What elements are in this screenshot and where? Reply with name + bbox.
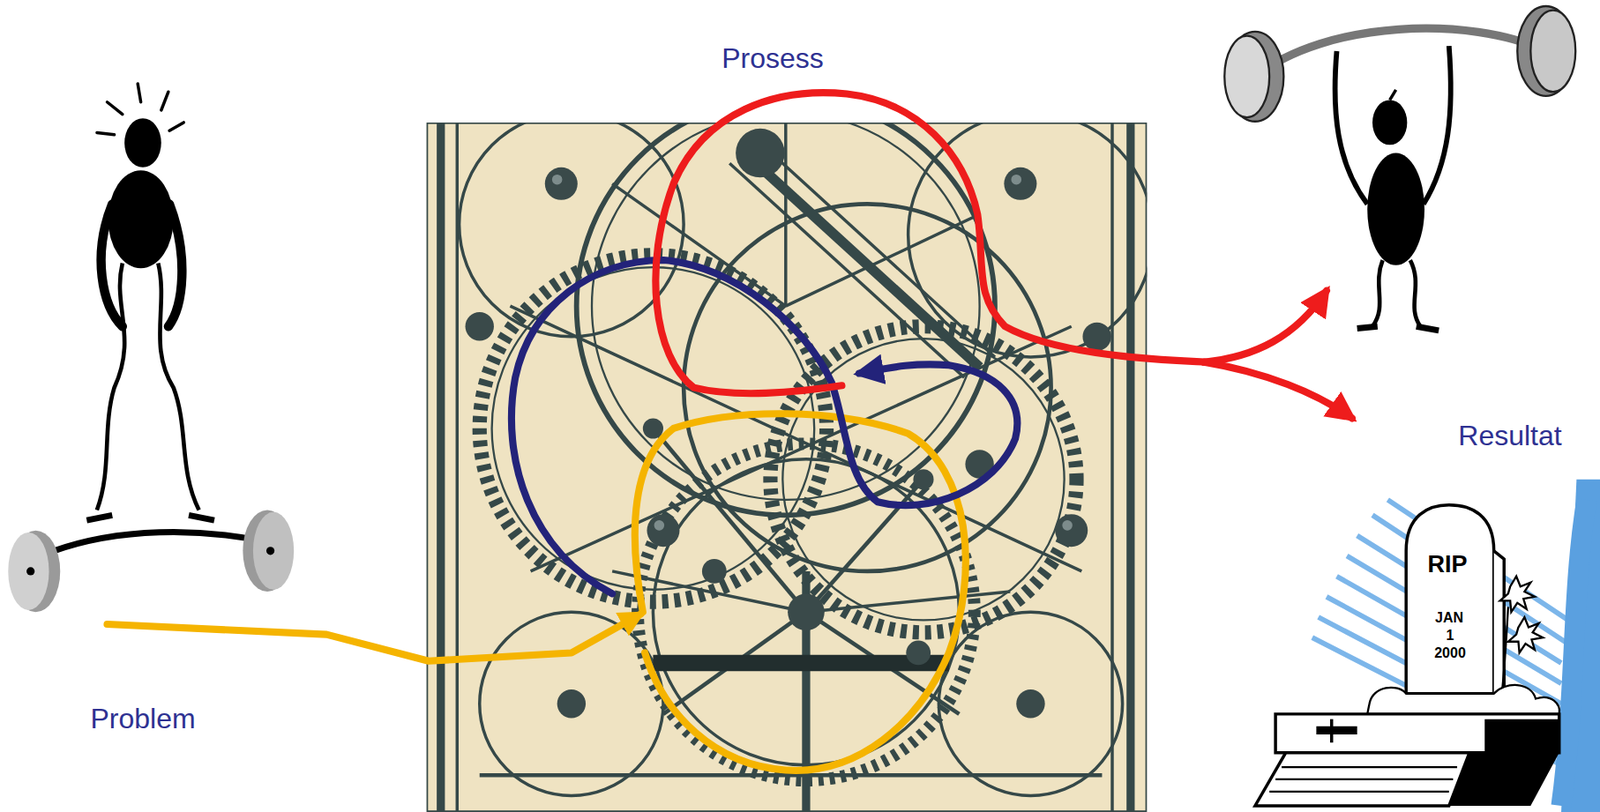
lifting-figure [1224,6,1576,331]
stage-label: Prosess [721,43,824,75]
stage-label: Problem [89,703,195,735]
tombstone-text: RIP [1427,552,1467,579]
tombstone-text: 2000 [1434,645,1466,662]
tombstone-picture [1255,479,1600,812]
tombstone-text: 1 [1446,628,1455,644]
tombstone-text: JAN [1435,610,1464,627]
struggling-figure [7,83,294,613]
flow-lines [106,92,1352,771]
stage-label: Resultat [1457,420,1562,452]
machine-picture [426,122,1148,812]
